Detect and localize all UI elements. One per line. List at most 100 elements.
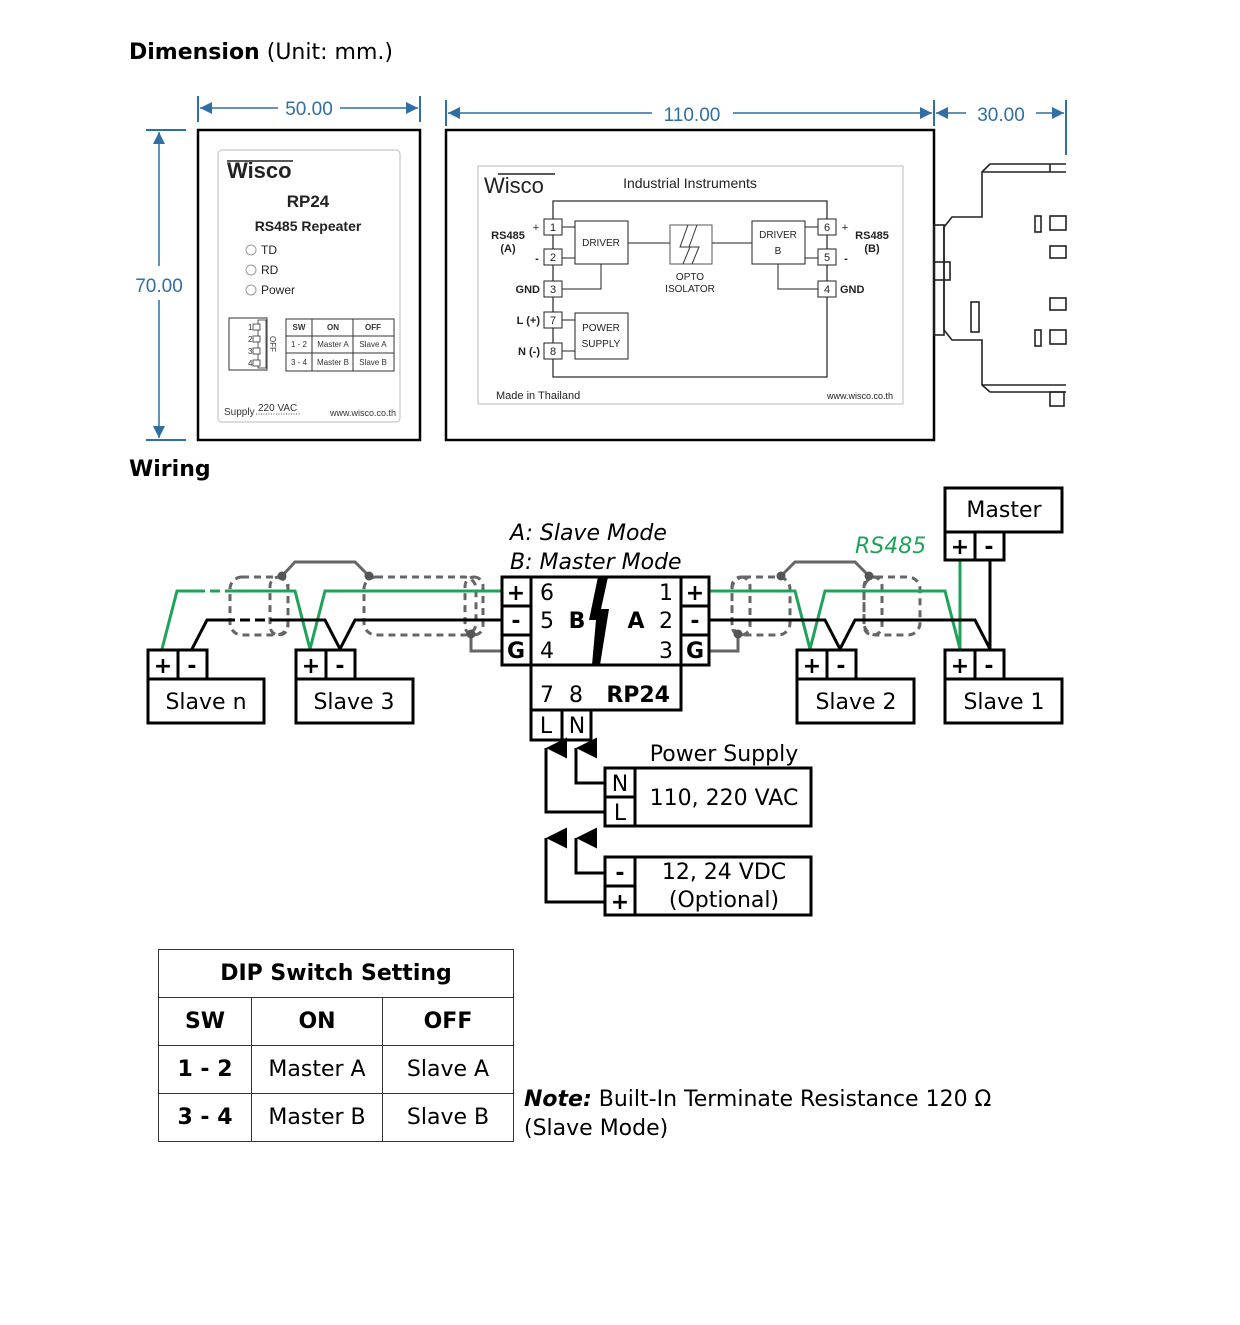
side-minus-a: - (535, 253, 539, 265)
shield-drain-wires (280, 560, 871, 653)
slave-n-label: Slave n (165, 690, 246, 715)
dip-number-1: 1 (248, 323, 253, 332)
wiring-heading: Wiring (129, 457, 211, 482)
table-row: 1 - 2 Master A Slave A (158, 1045, 514, 1094)
dim-height-text: 70.00 (135, 276, 183, 297)
front-table-cell: Slave A (359, 340, 387, 349)
slave-n-minus: - (187, 654, 196, 679)
side-opto: OPTO (676, 272, 704, 283)
side-plus-a: + (533, 222, 539, 234)
dc-term-minus: - (615, 861, 624, 886)
rp24-pin-8: 8 (569, 683, 583, 708)
rp24-a-minus: - (690, 609, 699, 634)
side-terminal-2: 2 (550, 252, 556, 264)
rp24-side-b: B (569, 609, 586, 634)
dip-table-title: DIP Switch Setting (158, 949, 514, 998)
rp24-side-a: A (627, 609, 644, 634)
front-table-cell: Master B (317, 358, 349, 367)
front-table-header-off: OFF (365, 323, 381, 332)
slave-1-minus: - (984, 654, 993, 679)
side-terminal-1: 1 (550, 222, 556, 234)
slave-3-minus: - (335, 654, 344, 679)
dc-supply-optional: (Optional) (669, 888, 779, 913)
front-model: RP24 (287, 192, 330, 211)
dimension-title: Dimension (129, 40, 260, 65)
rp24-pin-6: 6 (540, 581, 554, 606)
opto-isolator-icon (669, 224, 713, 265)
front-product: RS485 Repeater (255, 218, 362, 234)
wiring-diagram: A: Slave Mode B: Master Mode RS485 (146, 486, 1064, 917)
led-rd-label: RD (261, 263, 279, 277)
rp24-device (500, 575, 711, 742)
dip-number-2: 2 (248, 335, 253, 344)
dip-cell-off: Slave B (382, 1093, 514, 1142)
dim-depth: 30.00 (936, 100, 1067, 155)
front-supply-label: Supply (224, 407, 255, 418)
side-view: Wisco Industrial Instruments 1 2 3 7 8 6… (444, 128, 936, 442)
dimension-unit: (Unit: mm.) (266, 40, 393, 65)
dip-number-4: 4 (248, 359, 253, 368)
power-supply-title: Power Supply (650, 742, 798, 767)
master-plus: + (951, 535, 969, 560)
rp24-b-gnd: G (507, 639, 525, 664)
dip-number-3: 3 (248, 347, 253, 356)
side-terminal-5: 5 (824, 252, 830, 264)
rp24-b-plus: + (507, 581, 525, 606)
rp24-b-minus: - (511, 609, 520, 634)
mode-a-label: A: Slave Mode (508, 521, 667, 546)
ac-supply-label: 110, 220 VAC (650, 786, 799, 811)
note-text-2: (Slave Mode) (524, 1116, 669, 1141)
note-label: Note: (524, 1087, 592, 1112)
front-dip-table: SW ON OFF 1 - 2 Master A Slave A 3 - 4 M… (285, 318, 395, 372)
side-minus-b: - (844, 253, 848, 265)
slave-2-minus: - (836, 654, 845, 679)
termination-note: Note: Built-In Terminate Resistance 120 … (524, 1085, 991, 1143)
rp24-pin-7: 7 (540, 683, 554, 708)
side-rs485-a: RS485 (491, 230, 525, 242)
isolation-bolt-icon (589, 577, 609, 665)
rp24-pin-1: 1 (659, 581, 673, 606)
rp24-name: RP24 (606, 683, 670, 708)
depth-view (933, 163, 1067, 407)
dim-front-width-text: 50.00 (285, 99, 333, 120)
slave-2-plus: + (803, 654, 821, 679)
dip-header-on: ON (251, 997, 383, 1046)
power-supply-boxes (603, 766, 813, 917)
front-table-cell: 3 - 4 (291, 358, 308, 367)
dip-cell-off: Slave A (382, 1045, 514, 1094)
led-td-label: TD (261, 243, 277, 257)
front-table-cell: 1 - 2 (291, 340, 308, 349)
ac-term-l: L (614, 801, 627, 826)
dc-supply-label: 12, 24 VDC (662, 860, 786, 885)
side-isolator: ISOLATOR (665, 284, 715, 295)
dip-switch-table: DIP Switch Setting SW ON OFF 1 - 2 Maste… (158, 949, 514, 1142)
rp24-term-n: N (569, 714, 585, 739)
side-power: POWER (582, 323, 620, 334)
dip-cell-on: Master A (251, 1045, 383, 1094)
front-supply-value: 220 VAC (258, 403, 297, 414)
dim-front-width: 50.00 (197, 96, 421, 122)
side-brand-logo: Wisco (484, 173, 544, 198)
master-minus: - (984, 535, 993, 560)
dim-side-width: 110.00 (445, 100, 935, 126)
side-n-minus: N (-) (518, 346, 540, 358)
rp24-pin-2: 2 (659, 609, 673, 634)
led-power-label: Power (261, 283, 295, 297)
side-terminal-4: 4 (824, 284, 830, 296)
slave-3-plus: + (302, 654, 320, 679)
rp24-pin-4: 4 (540, 639, 554, 664)
rp24-pin-5: 5 (540, 609, 554, 634)
front-website: www.wisco.co.th (329, 408, 396, 418)
side-plus-b: + (842, 222, 848, 234)
rp24-term-l: L (540, 714, 553, 739)
dc-term-plus: + (611, 890, 629, 915)
slave-2-label: Slave 2 (815, 690, 896, 715)
shield-nodes (277, 571, 874, 639)
dimension-heading: Dimension (Unit: mm.) (129, 40, 393, 65)
side-rs485-b-sub: (B) (864, 243, 880, 255)
dip-header-sw: SW (158, 997, 252, 1046)
side-terminal-6: 6 (824, 222, 830, 234)
slave-1-label: Slave 1 (963, 690, 1044, 715)
side-terminal-3: 3 (550, 284, 556, 296)
side-rs485-b: RS485 (855, 230, 889, 242)
